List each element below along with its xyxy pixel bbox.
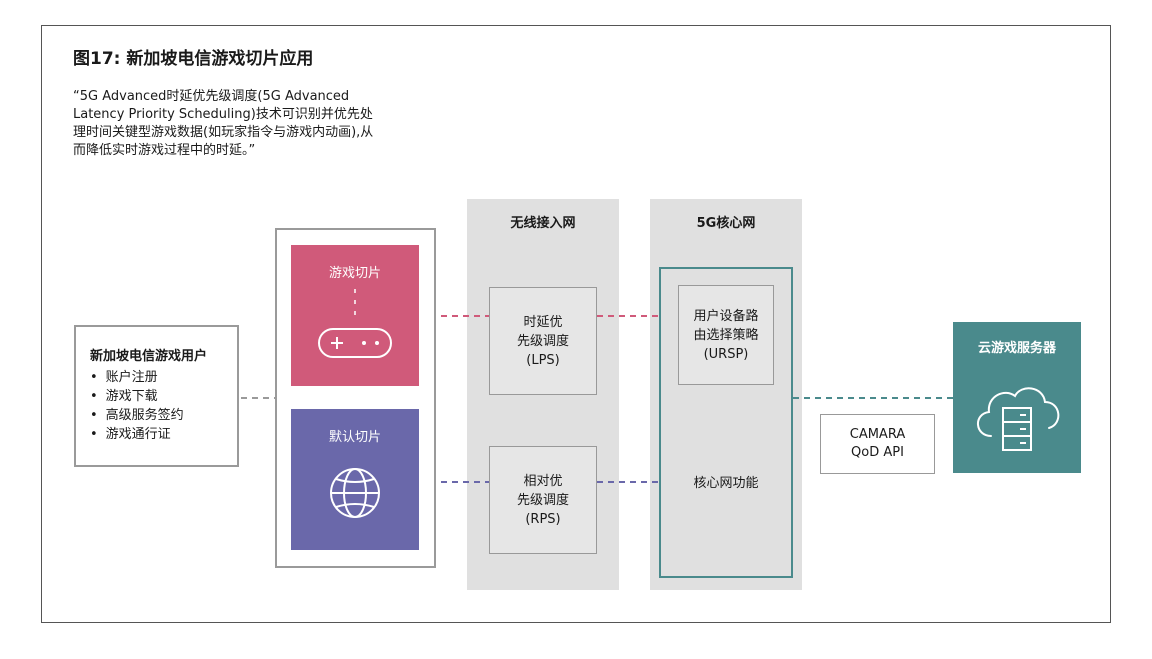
game-slice-label: 游戏切片 xyxy=(328,266,381,281)
figure-quote: “5G Advanced时延优先级调度(5G Advanced Latency … xyxy=(73,89,374,158)
cloud-game-server: 云游戏服务器 xyxy=(953,322,1081,473)
default-slice: 默认切片 xyxy=(291,409,419,550)
core-column xyxy=(650,199,802,590)
core-function-label: 核心网功能 xyxy=(693,476,759,491)
globe-icon xyxy=(330,468,380,518)
ran-title: 无线接入网 xyxy=(510,216,576,231)
core-title: 5G核心网 xyxy=(696,216,756,231)
rps-box: 相对优 先级调度 (RPS) xyxy=(489,446,597,554)
qod-api-label: QoD API xyxy=(851,445,904,460)
figure-frame xyxy=(41,25,1111,623)
camara-qod-api-box: CAMARA QoD API xyxy=(820,414,935,474)
user-item: 游戏通行证 xyxy=(90,425,237,444)
user-item: 高级服务签约 xyxy=(90,406,237,425)
figure-title: 图17: 新加坡电信游戏切片应用 xyxy=(73,49,314,69)
user-item: 游戏下载 xyxy=(90,387,237,406)
camara-label: CAMARA xyxy=(849,427,906,442)
ursp-box: 用户设备路 由选择策略 (URSP) xyxy=(678,285,774,385)
user-item: 账户注册 xyxy=(90,368,237,387)
lps-box: 时延优 先级调度 (LPS) xyxy=(489,287,597,395)
user-box: 新加坡电信游戏用户 账户注册 游戏下载 高级服务签约 游戏通行证 xyxy=(74,325,239,467)
cloud-game-server-title: 云游戏服务器 xyxy=(977,341,1056,356)
default-slice-label: 默认切片 xyxy=(328,430,381,445)
cloud-server-icon xyxy=(977,387,1060,451)
core-function-box xyxy=(659,267,793,578)
user-title: 新加坡电信游戏用户 xyxy=(90,349,208,364)
game-slice: 游戏切片 xyxy=(291,245,419,386)
gamepad-icon xyxy=(318,289,392,358)
